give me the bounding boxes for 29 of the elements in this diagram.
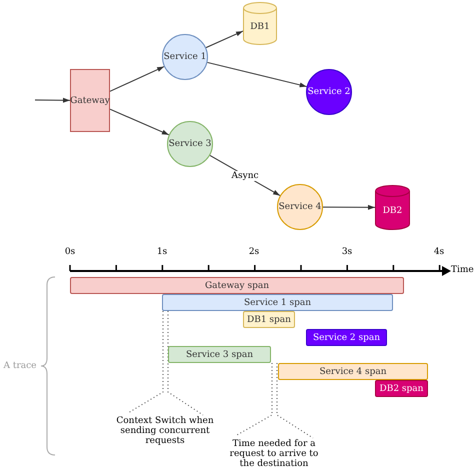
span-bar: Gateway span — [70, 277, 404, 294]
service-circle: Service 4 — [277, 184, 323, 230]
tick-label: 4s — [432, 247, 446, 257]
service-circle: Service 2 — [306, 69, 352, 115]
service-circle: Service 1 — [162, 34, 208, 80]
database-cylinder: DB1 — [243, 2, 277, 45]
service-circle: Service 3 — [167, 121, 213, 167]
database-cylinder: DB2 — [375, 185, 410, 230]
group-label: A trace — [2, 361, 38, 371]
arrow — [206, 62, 308, 88]
span-bar: Service 3 span — [168, 346, 271, 363]
span-bar: DB1 span — [243, 311, 295, 328]
edge-label: Async — [230, 170, 260, 180]
tick-label: 0s — [64, 247, 76, 257]
annotation-text: Time needed for a request to arrive to the destination — [228, 439, 320, 469]
arrow — [322, 204, 376, 210]
annotation-text: Context Switch when sending concurrent requests — [115, 416, 215, 446]
tick-label: 3s — [340, 247, 354, 257]
axis-label: Time — [451, 265, 474, 275]
arrow — [206, 30, 244, 48]
arrow — [110, 108, 170, 136]
tick-label: 1s — [156, 247, 168, 257]
span-bar: DB2 span — [375, 380, 428, 397]
arrow — [110, 66, 165, 92]
span-bar: Service 1 span — [162, 294, 393, 311]
span-bar: Service 2 span — [306, 329, 387, 346]
span-bar: Service 4 span — [278, 363, 428, 380]
tick-label: 2s — [248, 247, 260, 257]
arrow — [34, 98, 70, 103]
